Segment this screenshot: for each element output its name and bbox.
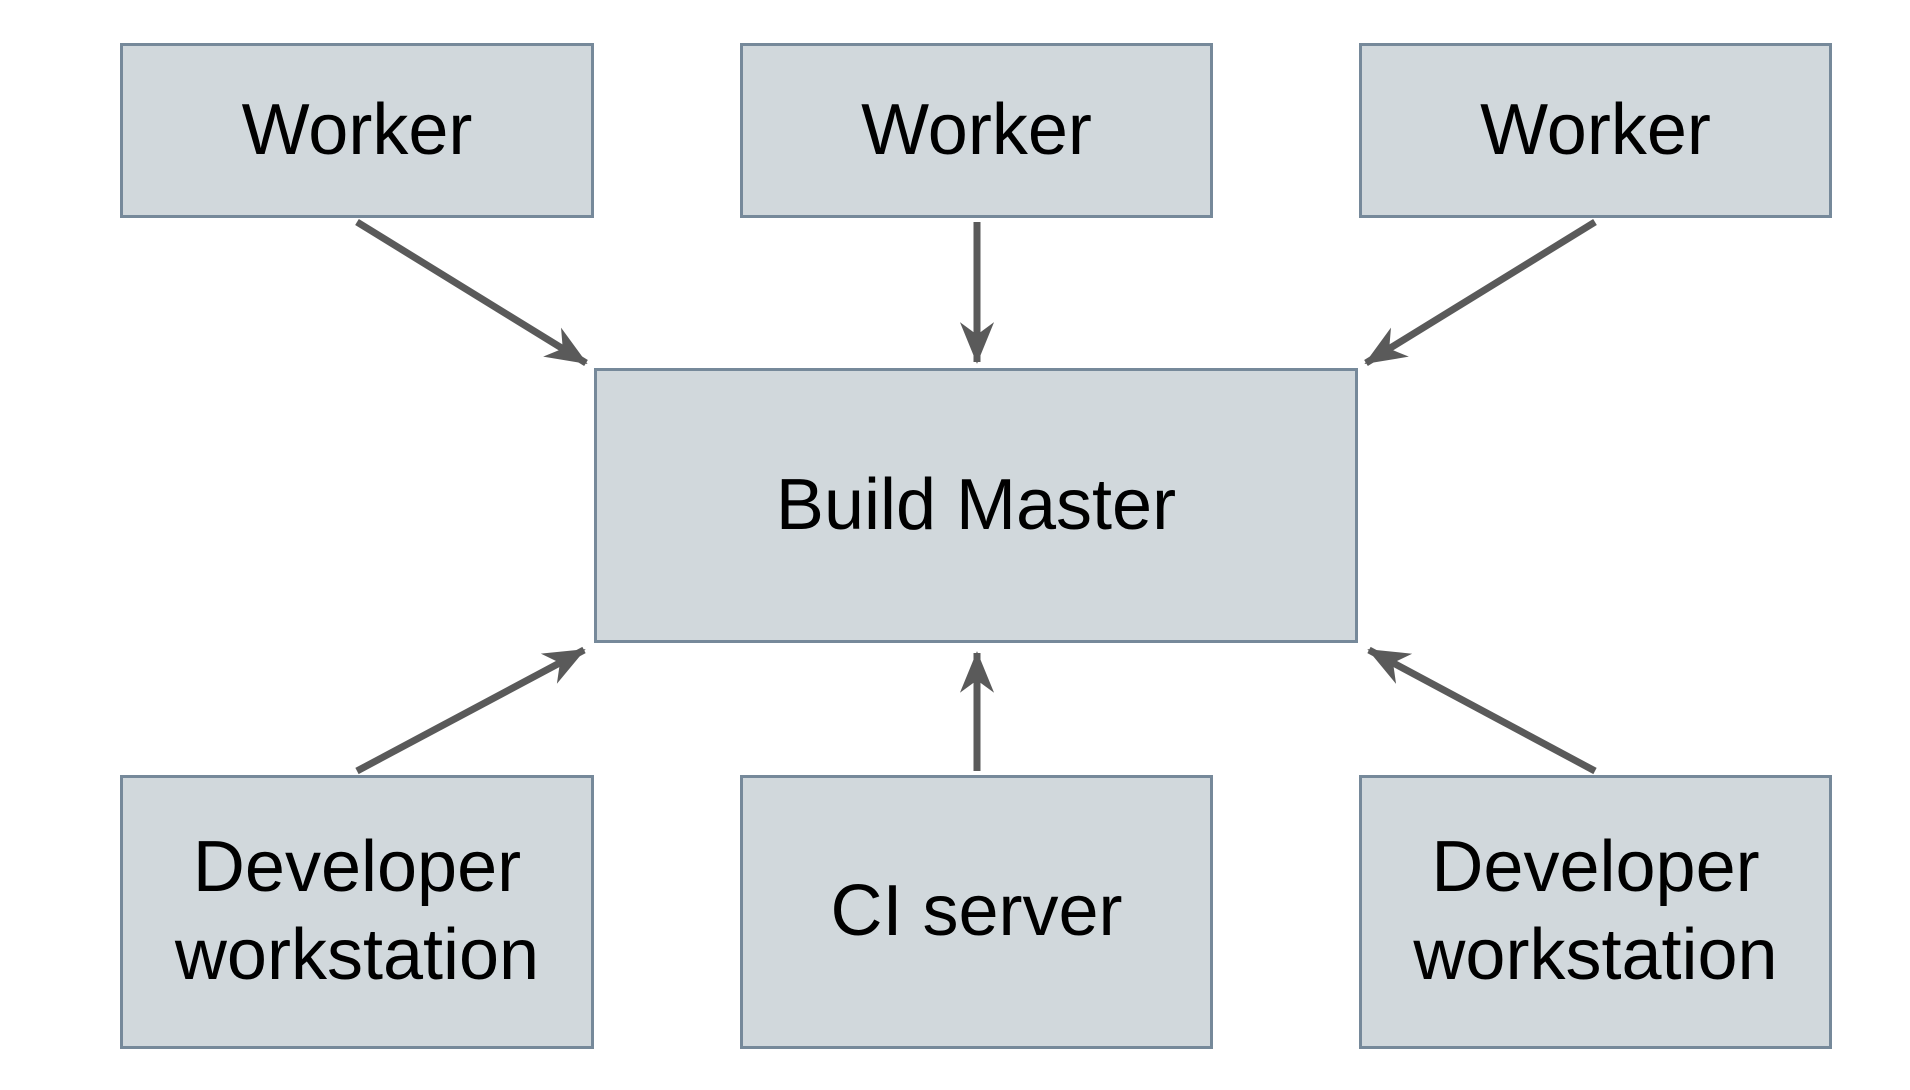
node-ci-server-label: CI server [830, 871, 1123, 952]
arrow-worker-3-to-build-master [1364, 219, 1597, 366]
node-developer-workstation-right-label: Developer workstation [1413, 827, 1778, 995]
node-developer-workstation-left: Developer workstation [120, 775, 594, 1049]
arrow-dev-right-to-build-master [1367, 646, 1597, 775]
node-worker-1-label: Worker [241, 89, 473, 170]
node-worker-1: Worker [120, 43, 594, 218]
node-ci-server: CI server [740, 775, 1213, 1049]
node-developer-workstation-right: Developer workstation [1359, 775, 1832, 1049]
arrow-dev-left-to-build-master [355, 646, 586, 775]
node-build-master-label: Build Master [775, 464, 1177, 545]
node-developer-workstation-left-label: Developer workstation [174, 827, 540, 995]
node-worker-3-label: Worker [1480, 89, 1711, 170]
node-worker-3: Worker [1359, 43, 1832, 218]
node-worker-2-label: Worker [861, 89, 1092, 170]
node-worker-2: Worker [740, 43, 1213, 218]
arrow-worker-1-to-build-master [355, 219, 588, 366]
node-build-master: Build Master [594, 368, 1358, 643]
